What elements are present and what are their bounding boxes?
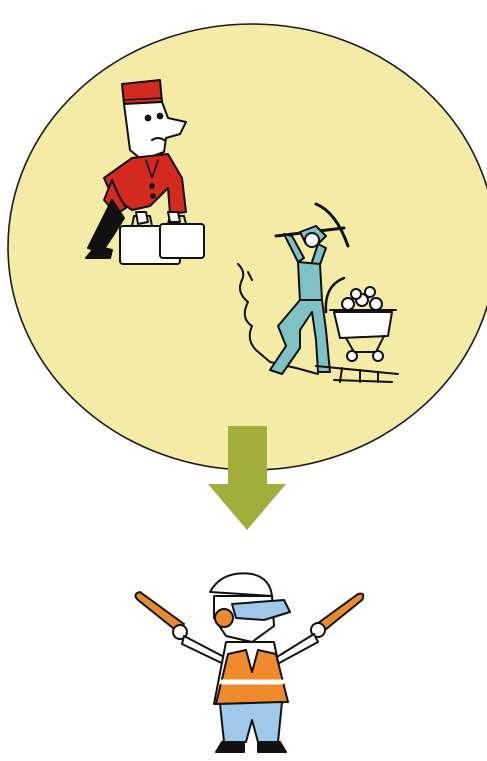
group-circle	[8, 24, 487, 470]
worker-icon	[135, 573, 363, 752]
